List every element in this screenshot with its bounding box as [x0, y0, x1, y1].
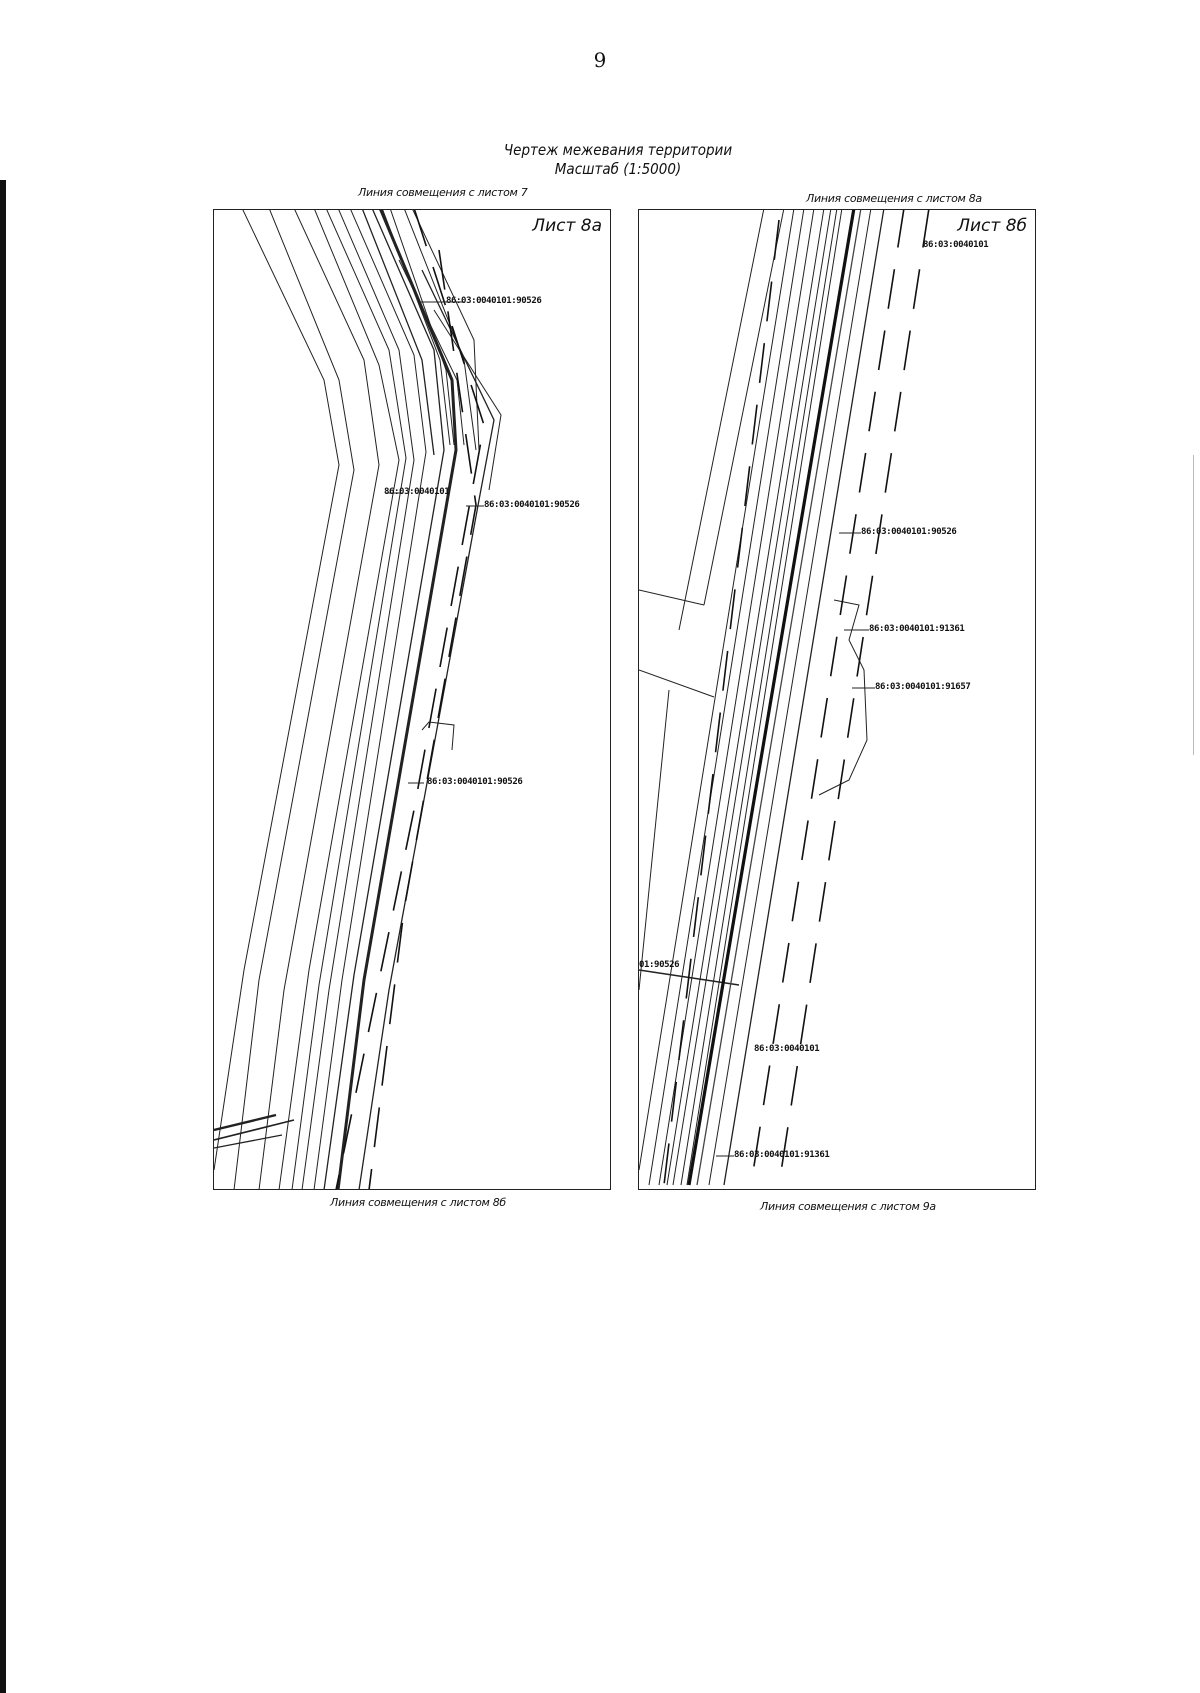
cadastral-label: 86:03:0040101:90526: [484, 500, 580, 510]
cadastral-label: 86:03:0040101:91657: [875, 682, 971, 692]
sheet-8a: Лист 8а 86:03:0040101:90526 86:03:004010…: [213, 209, 611, 1190]
sheet-title: Лист 8б: [957, 216, 1027, 236]
match-line-top: Линия совмещения с листом 8а: [806, 192, 982, 205]
cadastral-label: 86:03:0040101:90526: [861, 527, 957, 537]
sheet-title: Лист 8а: [532, 216, 602, 236]
scan-margin-line: [1193, 455, 1194, 755]
sheet-8b-drawing: [639, 210, 930, 1186]
cadastral-label: 86:03:0040101: [754, 1044, 820, 1054]
cadastral-label: 86:03:0040101:91361: [869, 624, 965, 634]
match-line-top: Линия совмещения с листом 7: [358, 186, 528, 199]
cadastral-label: 86:03:0040101:91361: [734, 1150, 830, 1160]
scan-edge-shadow: [0, 180, 6, 1693]
sheet-8b: Лист 8б 86:03:0040101 86:03:0040101:9052…: [638, 209, 1036, 1190]
sheet-8a-drawing: [214, 210, 502, 1189]
scale-line: Масштаб (1:5000): [554, 160, 682, 178]
cadastral-label: 86:03:0040101:90526: [446, 296, 542, 306]
cadastral-label: 86:03:0040101: [923, 240, 989, 250]
page-number: 9: [593, 48, 607, 72]
title-line: Чертеж межевания территории: [503, 141, 733, 159]
cadastral-label: 86:03:0040101:90526: [427, 777, 523, 787]
match-line-bottom: Линия совмещения с листом 9а: [760, 1200, 936, 1213]
drawing-title: Чертеж межевания территории Масштаб (1:5…: [0, 141, 1200, 179]
cadastral-label: 01:90526: [639, 960, 680, 970]
match-line-bottom: Линия совмещения с листом 8б: [330, 1196, 506, 1209]
cadastral-label: 86:03:0040101: [384, 487, 450, 497]
